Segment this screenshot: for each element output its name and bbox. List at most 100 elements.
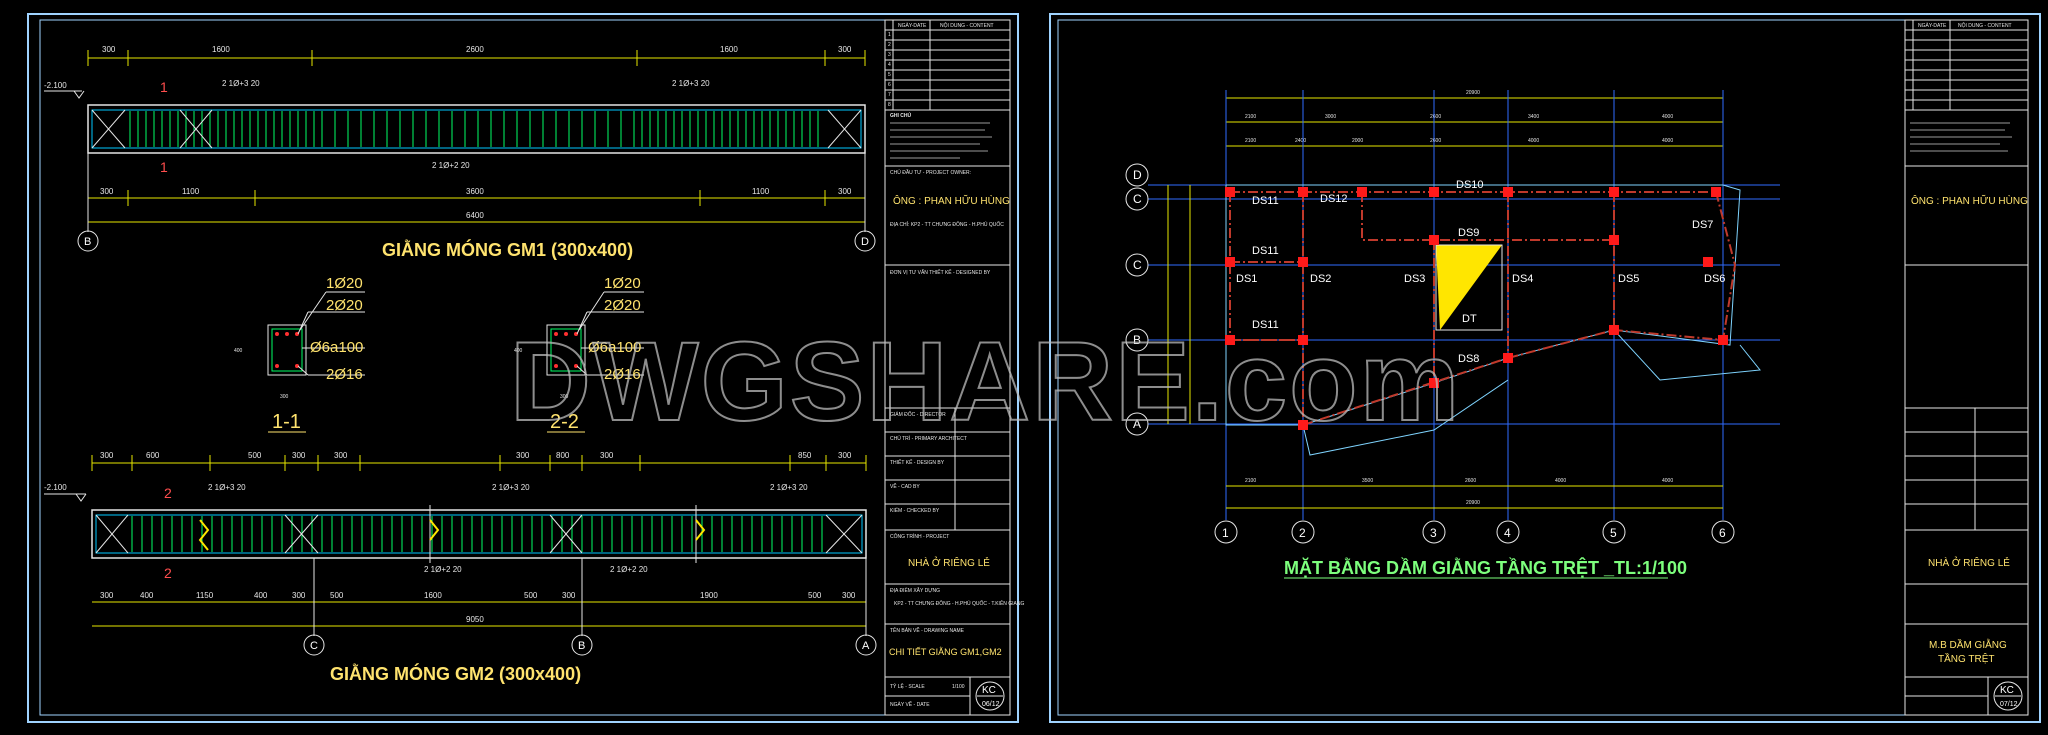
- tb1-sheet-num: 06/12: [982, 701, 1000, 708]
- beam-label-ds4: DS4: [1512, 273, 1533, 285]
- gm1-dim-top-1: 1600: [212, 45, 230, 54]
- sec1-label: 1-1: [272, 411, 301, 433]
- beam-label-ds12: DS12: [1320, 193, 1348, 205]
- tb2-sheet-no: KC: [2000, 685, 2014, 696]
- gm2-top-bar-0: 2 1Ø+3 20: [208, 483, 246, 492]
- gm2-bottom-bar-0: 2 1Ø+2 20: [424, 565, 462, 574]
- gm2-dim-bottom-6: 1600: [424, 591, 442, 600]
- gm1-title: GIẰNG MÓNG GM1 (300x400): [382, 239, 633, 260]
- gm2-dim-top-1: 600: [146, 451, 160, 460]
- tb1-designer: THIẾT KẾ - DESIGN BY: [890, 459, 945, 466]
- beam-label-dt: DT: [1462, 313, 1477, 325]
- gm2-dim-total: 9050: [466, 615, 484, 624]
- tb2-drawing-name-1: M.B DẦM GIẰNG: [1929, 638, 2007, 651]
- gm1-section-mark-top: 1: [160, 79, 168, 95]
- beam-label-ds6: DS6: [1704, 273, 1725, 285]
- plan-bottom-dim-3: 4000: [1555, 478, 1566, 484]
- gm2-section-mark-top: 2: [164, 485, 172, 501]
- gm1-dim-bottom-1: 1100: [182, 187, 200, 196]
- gm1-bottom-bar: 2 1Ø+2 20: [432, 161, 470, 170]
- gm2-dim-top-8: 850: [798, 451, 812, 460]
- beam-label-ds2: DS2: [1310, 273, 1331, 285]
- plan-top2-dim-1: 2400: [1295, 138, 1306, 144]
- gm1-dim-total: 6400: [466, 211, 484, 220]
- gm2-level: -2.100: [44, 483, 67, 492]
- tb1-rev-2: 3: [888, 52, 891, 58]
- gm2-dim-top-7: 300: [600, 451, 614, 460]
- tb1-project-label: CÔNG TRÌNH - PROJECT: [890, 533, 949, 540]
- grid-bubble-y-c2: [1125, 253, 1149, 277]
- tb1-designer-label: ĐƠN VỊ TƯ VẤN THIẾT KẾ - DESIGNED BY: [890, 269, 991, 276]
- grid-bubble-y-a: [1125, 412, 1149, 436]
- beam-label-ds11-c: DS11: [1252, 319, 1279, 331]
- grid-bubble-4: [1496, 520, 1520, 544]
- tb1-owner: ÔNG : PHAN HỮU HÙNG: [893, 194, 1010, 207]
- tb1-rev-4: 5: [888, 72, 891, 78]
- plan-top2-dim-4: 4000: [1528, 138, 1539, 144]
- grid-x-2: 2: [1299, 526, 1306, 540]
- tb1-notes: GHI CHÚ: [890, 112, 912, 119]
- gm2-dim-bottom-0: 300: [100, 591, 114, 600]
- beam-label-ds10: DS10: [1456, 179, 1484, 191]
- plan-top-total: 20900: [1466, 90, 1480, 96]
- grid-x-6: 6: [1719, 526, 1726, 540]
- sec1-bar-3: 2Ø16: [326, 366, 363, 383]
- tb1-location-label: ĐỊA ĐIỂM XÂY DỰNG: [890, 587, 940, 594]
- grid-y-d: D: [1133, 168, 1142, 182]
- tb1-scale-label: TỶ LỆ - SCALE: [890, 682, 925, 690]
- grid-bubble-y-b: [1125, 328, 1149, 352]
- tb1-rev-0: 1: [888, 32, 891, 38]
- gm2-dim-bottom-4: 300: [292, 591, 306, 600]
- gm1-dim-top-2: 2600: [466, 45, 484, 54]
- gm1-dim-top-0: 300: [102, 45, 116, 54]
- gm1-dim-bottom-4: 300: [838, 187, 852, 196]
- tb1-rev-6: 7: [888, 92, 891, 98]
- plan-top2-dim-3: 2600: [1430, 138, 1441, 144]
- floor-plan: 20900 2100 3000 2600 3400 4000 2100 2400…: [1125, 90, 1780, 579]
- tb2-owner: ÔNG : PHAN HỮU HÙNG: [1911, 194, 2028, 207]
- tb1-location: KP2 - TT CHƯNG ĐÔNG - H.PHÚ QUỐC - T.KIÊ…: [894, 599, 1025, 607]
- sheet1-titleblock: NGÀY-DATE NỘI DUNG - CONTENT 1 2 3 4 5 6…: [884, 19, 1025, 716]
- tb1-owner-address: ĐỊA CHỈ: KP2 - TT CHƯNG ĐÔNG - H.PHÚ QUỐ…: [890, 221, 1004, 228]
- plan-top2-dim-2: 2000: [1352, 138, 1363, 144]
- grid-y-a: A: [1133, 417, 1141, 431]
- plan-top2-dim-0: 2100: [1245, 138, 1256, 144]
- grid-bubble-c: [303, 634, 325, 656]
- sec2-bar-2: Ø6a100: [588, 339, 641, 356]
- beam-label-ds5: DS5: [1618, 273, 1639, 285]
- gm2-dim-top-5: 300: [516, 451, 530, 460]
- gm1-dim-top-4: 300: [838, 45, 852, 54]
- tb1-sheet-no: KC: [982, 685, 996, 696]
- gm2-dim-bottom-1: 400: [140, 591, 154, 600]
- tb1-checked: KIỂM - CHECKED BY: [890, 507, 940, 514]
- gm2-dim-bottom-3: 400: [254, 591, 268, 600]
- beam-label-ds11-b: DS11: [1252, 245, 1279, 257]
- sec1-width: 300: [280, 394, 289, 400]
- gm1-level: -2.100: [44, 81, 67, 90]
- gm1-dim-bottom-0: 300: [100, 187, 114, 196]
- tb1-rev-5: 6: [888, 82, 891, 88]
- sheet2-titleblock: NGÀY-DATE NỘI DUNG - CONTENT ÔNG : PHAN …: [1904, 19, 2029, 716]
- sec1-height: 400: [234, 348, 243, 354]
- watermark: DWGSHARE.com: [510, 319, 1461, 444]
- grid-bubble-a: [855, 634, 877, 656]
- plan-title: MẶT BẰNG DẦM GIẰNG TẦNG TRỆT _TL:1/100: [1284, 557, 1687, 578]
- gm2-dim-top-4: 300: [334, 451, 348, 460]
- tb2-project: NHÀ Ở RIÊNG LẺ: [1928, 556, 2010, 569]
- tb1-project: NHÀ Ở RIÊNG LẺ: [908, 556, 990, 569]
- tb1-chief: CHỦ TRÌ - PRIMARY ARCHITECT: [890, 435, 967, 442]
- tb1-owner-label: CHỦ ĐẦU TƯ - PROJECT OWNER:: [890, 169, 971, 176]
- tb1-drawing-name: CHI TIẾT GIẰNG GM1,GM2: [889, 647, 1002, 657]
- gm2-section-mark-bottom: 2: [164, 565, 172, 581]
- gm1-grid-right: D: [861, 236, 869, 248]
- plan-top-dim-2: 2600: [1430, 114, 1441, 120]
- tb2-sheet-badge: [1993, 681, 2023, 711]
- gm2-dim-bottom-10: 500: [808, 591, 822, 600]
- grid-bubble-b2: [571, 634, 593, 656]
- tb2-drawing-name-2: TẦNG TRỆT: [1938, 652, 1994, 665]
- tb2-header-date: NGÀY-DATE: [1918, 22, 1947, 29]
- grid-x-1: 1: [1222, 526, 1229, 540]
- plan-bottom-dim-0: 2100: [1245, 478, 1256, 484]
- sheet2-outer-frame: [1049, 13, 2041, 723]
